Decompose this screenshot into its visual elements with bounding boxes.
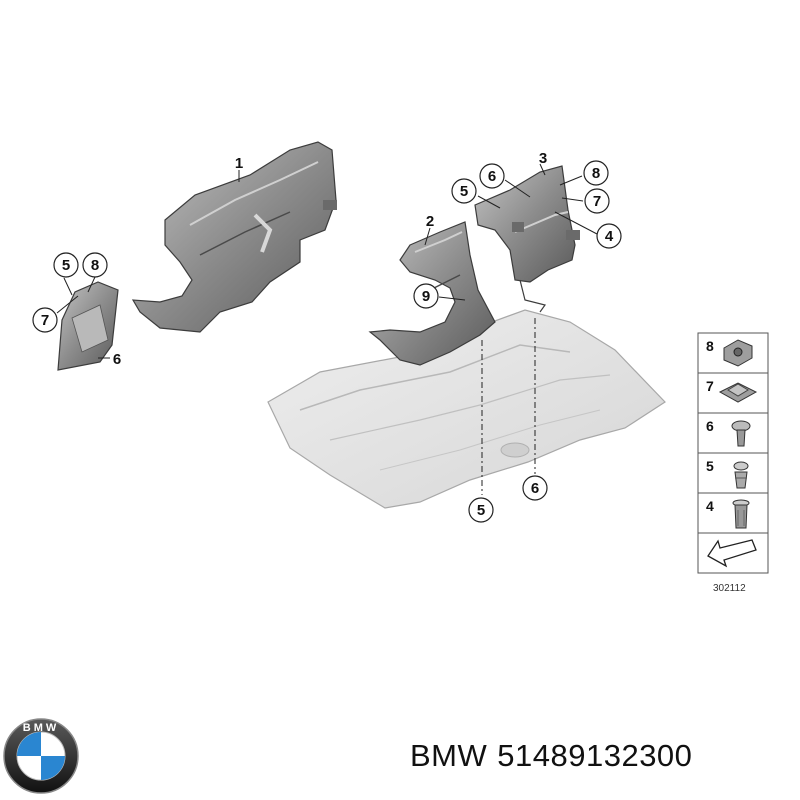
callout-circle-5-mid: 9 — [413, 283, 439, 309]
callout-circle-6-bottom-left: 5 — [468, 497, 494, 523]
legend-item-5: 5 — [706, 458, 714, 474]
callout-circle-7-top: 7 — [584, 188, 610, 214]
callout-6-top: 6 — [488, 168, 496, 185]
part-number: 51489132300 — [497, 738, 693, 773]
callout-circle-5-top: 5 — [451, 178, 477, 204]
callout-9: 6 — [113, 351, 121, 368]
callout-6-left: 7 — [41, 312, 49, 329]
callout-6-bottom-right: 6 — [531, 480, 539, 497]
callouts: 1 2 3 8 7 6 5 4 5 8 — [32, 150, 622, 523]
footer-caption: BMW 51489132300 — [410, 738, 692, 774]
callout-3: 3 — [539, 150, 547, 167]
spring-clip-icon — [718, 382, 758, 403]
expanding-rivet-icon — [733, 461, 749, 489]
callout-4: 4 — [605, 228, 614, 245]
legend-item-4: 4 — [706, 498, 714, 514]
callout-5-top: 5 — [460, 183, 468, 200]
callout-circle-7-left: 8 — [82, 252, 108, 278]
legend-item-6: 6 — [706, 418, 714, 434]
callout-7-left: 8 — [91, 257, 99, 274]
bmw-logo-letters: BMW — [23, 722, 60, 734]
part-1-heat-shield — [131, 141, 337, 333]
callout-5-mid: 9 — [422, 288, 430, 305]
callout-circle-6-left: 7 — [32, 307, 58, 333]
callout-6-bottom-left: 5 — [477, 502, 485, 519]
direction-arrow-icon — [707, 539, 757, 568]
expanding-nut-icon — [732, 499, 750, 529]
fastener-legend: 8 7 6 5 4 302112 — [697, 332, 769, 594]
callout-circle-8-left: 5 — [53, 252, 79, 278]
callout-8-top: 8 — [592, 165, 600, 182]
legend-item-7: 7 — [706, 378, 714, 394]
callout-circle-6-bottom-right: 6 — [522, 475, 548, 501]
part-2-heat-shield — [368, 221, 496, 366]
callout-circle-6-top: 6 — [479, 163, 505, 189]
bmw-logo: BMW — [3, 718, 79, 794]
nut-clip-icon — [723, 339, 753, 367]
callout-2: 2 — [426, 213, 434, 230]
diagram-code: 302112 — [713, 583, 746, 594]
leader-lines — [56, 163, 598, 495]
push-rivet-icon — [731, 420, 751, 447]
legend-item-8: 8 — [706, 338, 714, 354]
part-9-duct — [57, 281, 119, 371]
callout-1: 1 — [235, 155, 243, 172]
callout-7-top: 7 — [593, 193, 601, 210]
callout-8-left: 5 — [62, 257, 70, 274]
callout-circle-4: 4 — [596, 223, 622, 249]
brand-name: BMW — [410, 738, 488, 773]
callout-circle-8-top: 8 — [583, 160, 609, 186]
